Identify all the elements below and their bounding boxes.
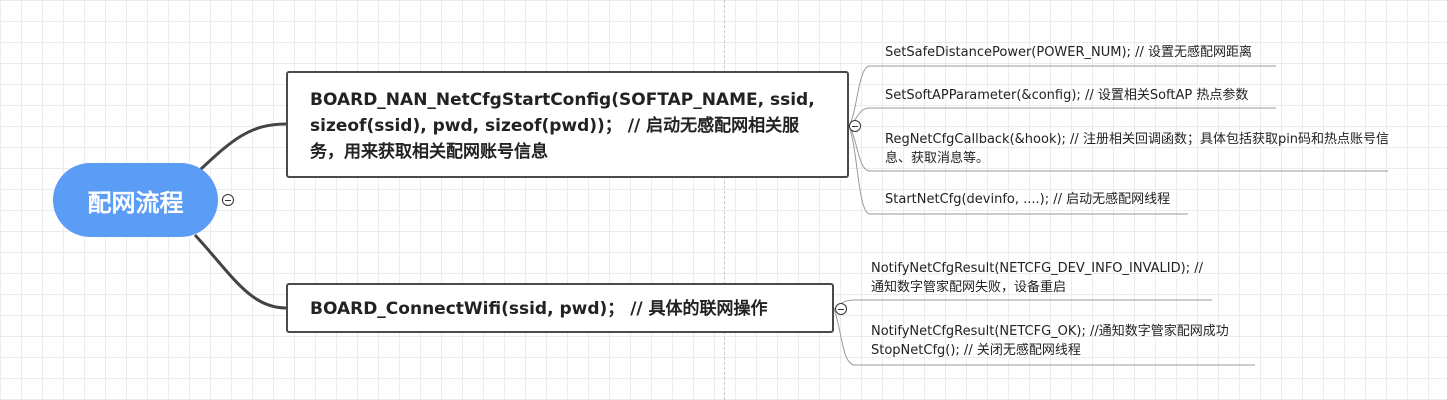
leaf-label: SetSafeDistancePower(POWER_NUM); // 设置无感… — [885, 45, 1252, 60]
root-collapse-toggle-icon[interactable] — [222, 194, 234, 206]
canvas-divider — [724, 0, 725, 400]
leaf-label: SetSoftAPParameter(&config); // 设置相关Soft… — [885, 88, 1249, 103]
leaf-label: NotifyNetCfgResult(NETCFG_DEV_INFO_INVAL… — [871, 261, 1203, 295]
branch1-leaf1-line — [848, 65, 1276, 127]
branch-node-connect-wifi[interactable]: BOARD_ConnectWifi(ssid, pwd)； // 具体的联网操作 — [286, 283, 834, 333]
leaf-node[interactable]: SetSoftAPParameter(&config); // 设置相关Soft… — [885, 86, 1275, 105]
root-to-branch-1-line — [198, 122, 287, 172]
leaf-node[interactable]: SetSafeDistancePower(POWER_NUM); // 设置无感… — [885, 43, 1275, 62]
root-label: 配网流程 — [87, 188, 184, 217]
branch-label: BOARD_NAN_NetCfgStartConfig(SOFTAP_NAME,… — [310, 90, 815, 162]
branch1-collapse-toggle-icon[interactable] — [849, 120, 861, 132]
branch2-collapse-toggle-icon[interactable] — [835, 303, 847, 315]
leaf-node[interactable]: NotifyNetCfgResult(NETCFG_DEV_INFO_INVAL… — [871, 259, 1211, 297]
leaf-label: RegNetCfgCallback(&hook); // 注册相关回调函数；具体… — [885, 132, 1390, 166]
leaf-node[interactable]: StartNetCfg(devinfo, ....); // 启动无感配网线程 — [885, 190, 1185, 209]
branch2-leaf1-line — [833, 299, 1212, 310]
branch1-leaf4-line — [848, 125, 1188, 215]
branch-node-netcfg-start[interactable]: BOARD_NAN_NetCfgStartConfig(SOFTAP_NAME,… — [286, 71, 849, 178]
branch-label: BOARD_ConnectWifi(ssid, pwd)； // 具体的联网操作 — [310, 299, 768, 319]
leaf-node[interactable]: NotifyNetCfgResult(NETCFG_OK); //通知数字管家配… — [871, 322, 1251, 360]
leaf-label: StartNetCfg(devinfo, ....); // 启动无感配网线程 — [885, 192, 1171, 207]
branch2-leaf2-line — [833, 308, 1255, 366]
branch1-leaf2-line — [848, 107, 1276, 127]
root-to-branch-2-line — [193, 233, 287, 310]
leaf-label: NotifyNetCfgResult(NETCFG_OK); //通知数字管家配… — [871, 324, 1229, 358]
leaf-node[interactable]: RegNetCfgCallback(&hook); // 注册相关回调函数；具体… — [885, 130, 1390, 168]
root-node[interactable]: 配网流程 — [53, 163, 218, 237]
